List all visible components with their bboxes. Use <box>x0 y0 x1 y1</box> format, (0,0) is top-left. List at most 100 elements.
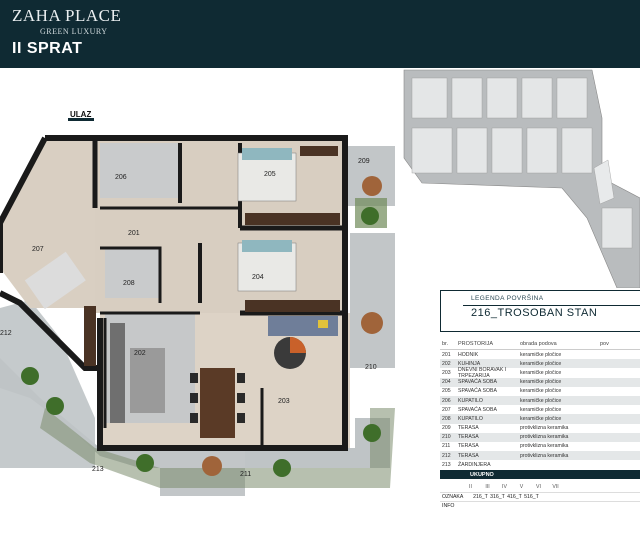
legend-cell-br: 205 <box>442 388 451 395</box>
legend-cell-floor: keramičke pločice <box>520 415 562 422</box>
legend-cell-room: SPAVAĆA SOBA <box>458 379 497 386</box>
room-label-207: 207 <box>32 246 44 253</box>
floor-title: II SPRAT <box>12 40 83 57</box>
legend-cell-floor: keramičke pločice <box>520 369 562 376</box>
legend-cell-floor: keramičke pločice <box>520 388 562 395</box>
legend-row: 203 DNEVNI BORAVAK I TRPEZARIJA keramičke … <box>440 366 640 379</box>
legend-cell-br: 201 <box>442 351 451 358</box>
legend-cell-room: SPAVAĆA SOBA <box>458 388 497 395</box>
legend-unit-name: 216_TROSOBAN STAN <box>471 307 598 319</box>
legend-row: 207 SPAVAĆA SOBA keramičke pločice <box>440 405 640 414</box>
col-room: PROSTORIJA <box>458 340 494 347</box>
room-label-213: 213 <box>92 466 104 473</box>
legend-cell-floor: protivklizna keramika <box>520 443 569 450</box>
legend-cell-br: 203 <box>442 369 451 376</box>
floor-col: VI <box>536 484 541 491</box>
info-label: INFO <box>442 503 455 510</box>
legend-cell-room: TERASA <box>458 425 479 432</box>
floor-col: VII <box>552 484 559 491</box>
legend-row: 211 TERASA protivklizna keramika <box>440 442 640 451</box>
room-label-208: 208 <box>123 280 135 287</box>
legend-cell-floor: protivklizna keramika <box>520 434 569 441</box>
legend-cell-floor: keramičke pločice <box>520 351 562 358</box>
legend-cell-room: SPAVAĆA SOBA <box>458 406 497 413</box>
mark-value: 316_T <box>490 494 505 501</box>
floor-col: IV <box>502 484 507 491</box>
legend-cell-floor: keramičke pločice <box>520 360 562 367</box>
legend-cell-room: TERASA <box>458 452 479 459</box>
terrace-210 <box>350 233 395 368</box>
room-label-211: 211 <box>240 471 252 478</box>
floor-col: V <box>519 484 524 491</box>
legend-cell-br: 207 <box>442 406 451 413</box>
entrance-marker <box>68 118 94 121</box>
legend-row: 201 HODNIK keramičke pločice <box>440 350 640 359</box>
legend-cell-floor: keramičke pločice <box>520 379 562 386</box>
header-band: ZAHA PLACE GREEN LUXURY II SPRAT <box>0 0 640 68</box>
legend-cell-br: 213 <box>442 461 451 468</box>
legend-row: 209 TERASA protivklizna keramika <box>440 424 640 433</box>
brand-logo-text: ZAHA PLACE <box>12 6 122 25</box>
legend-cell-br: 208 <box>442 415 451 422</box>
legend-total-row: UKUPNO <box>440 470 640 480</box>
room-label-209: 209 <box>358 158 370 165</box>
col-floor: obrada podova <box>520 340 557 347</box>
area-legend: LEGENDA POVRŠINA 216_TROSOBAN STAN br. P… <box>440 290 640 540</box>
legend-row: 210 TERASA protivklizna keramika <box>440 432 640 442</box>
floors-row: II III IV V VI VII <box>440 482 640 492</box>
bath-208-floor <box>105 248 160 298</box>
legend-cell-room: KUPATILO <box>458 415 483 422</box>
room-label-202: 202 <box>134 350 146 357</box>
legend-cell-floor: protivklizna keramika <box>520 452 569 459</box>
legend-cell-br: 202 <box>442 360 451 367</box>
legend-cell-floor: keramičke pločice <box>520 406 562 413</box>
keyplan-drawing <box>403 69 640 288</box>
legend-cell-br: 212 <box>442 452 451 459</box>
legend-row: 208 KUPATILO keramičke pločice <box>440 414 640 424</box>
col-area: pov <box>600 340 609 347</box>
col-br: br. <box>442 340 449 347</box>
legend-cell-room: TERASA <box>458 434 479 441</box>
room-label-206: 206 <box>115 174 127 181</box>
legend-table-header: br. PROSTORIJA obrada podova pov <box>440 338 640 350</box>
legend-cell-br: 209 <box>442 425 451 432</box>
legend-cell-br: 211 <box>442 443 451 450</box>
mark-label: OZNAKA <box>442 494 464 501</box>
legend-row: 204 SPAVAĆA SOBA keramičke pločice <box>440 377 640 387</box>
entrance-label: ULAZ <box>70 110 92 119</box>
mark-value: 516_T <box>524 494 539 501</box>
brand-subtitle: GREEN LUXURY <box>40 27 108 36</box>
room-label-212: 212 <box>0 330 12 337</box>
floor-col: III <box>485 484 490 491</box>
legend-cell-floor: protivklizna keramika <box>520 425 569 432</box>
legend-row: 202 KUHINJA keramičke pločice <box>440 359 640 369</box>
legend-cell-room: HODNIK <box>458 351 479 358</box>
legend-row: 213 ŽARDINJERA <box>440 460 640 469</box>
legend-rows: 201 HODNIK keramičke pločice 202 KUHINJA kera… <box>440 350 640 469</box>
legend-title: LEGENDA POVRŠINA <box>471 295 544 302</box>
legend-cell-room: ŽARDINJERA <box>458 461 491 468</box>
room-label-210: 210 <box>365 364 377 371</box>
mark-value: 416_T <box>507 494 522 501</box>
legend-header: LEGENDA POVRŠINA 216_TROSOBAN STAN <box>440 290 640 332</box>
legend-cell-br: 210 <box>442 434 451 441</box>
building-keyplan <box>402 68 640 288</box>
legend-cell-br: 206 <box>442 397 451 404</box>
legend-divider <box>463 305 640 306</box>
legend-cell-room: TERASA <box>458 443 479 450</box>
legend-cell-br: 204 <box>442 379 451 386</box>
room-label-204: 204 <box>252 274 264 281</box>
legend-row: 212 TERASA protivklizna keramika <box>440 451 640 461</box>
mark-value: 216_T <box>473 494 488 501</box>
legend-row: 205 SPAVAĆA SOBA keramičke pločice <box>440 387 640 396</box>
legend-table: br. PROSTORIJA obrada podova pov 201 HODN… <box>440 338 640 510</box>
floor-plan: ULAZ 201 202 203 204 205 206 207 208 209… <box>0 68 400 540</box>
mark-row: OZNAKA 216_T 316_T 416_T 516_T <box>440 492 640 501</box>
legend-cell-floor: keramičke pločice <box>520 397 562 404</box>
floor-plan-drawing <box>0 135 395 496</box>
legend-cell-room: KUHINJA <box>458 360 481 367</box>
floor-col: II <box>469 484 472 491</box>
terrace-209 <box>345 146 395 206</box>
legend-cell-room: DNEVNI BORAVAK I TRPEZARIJA <box>458 366 507 379</box>
